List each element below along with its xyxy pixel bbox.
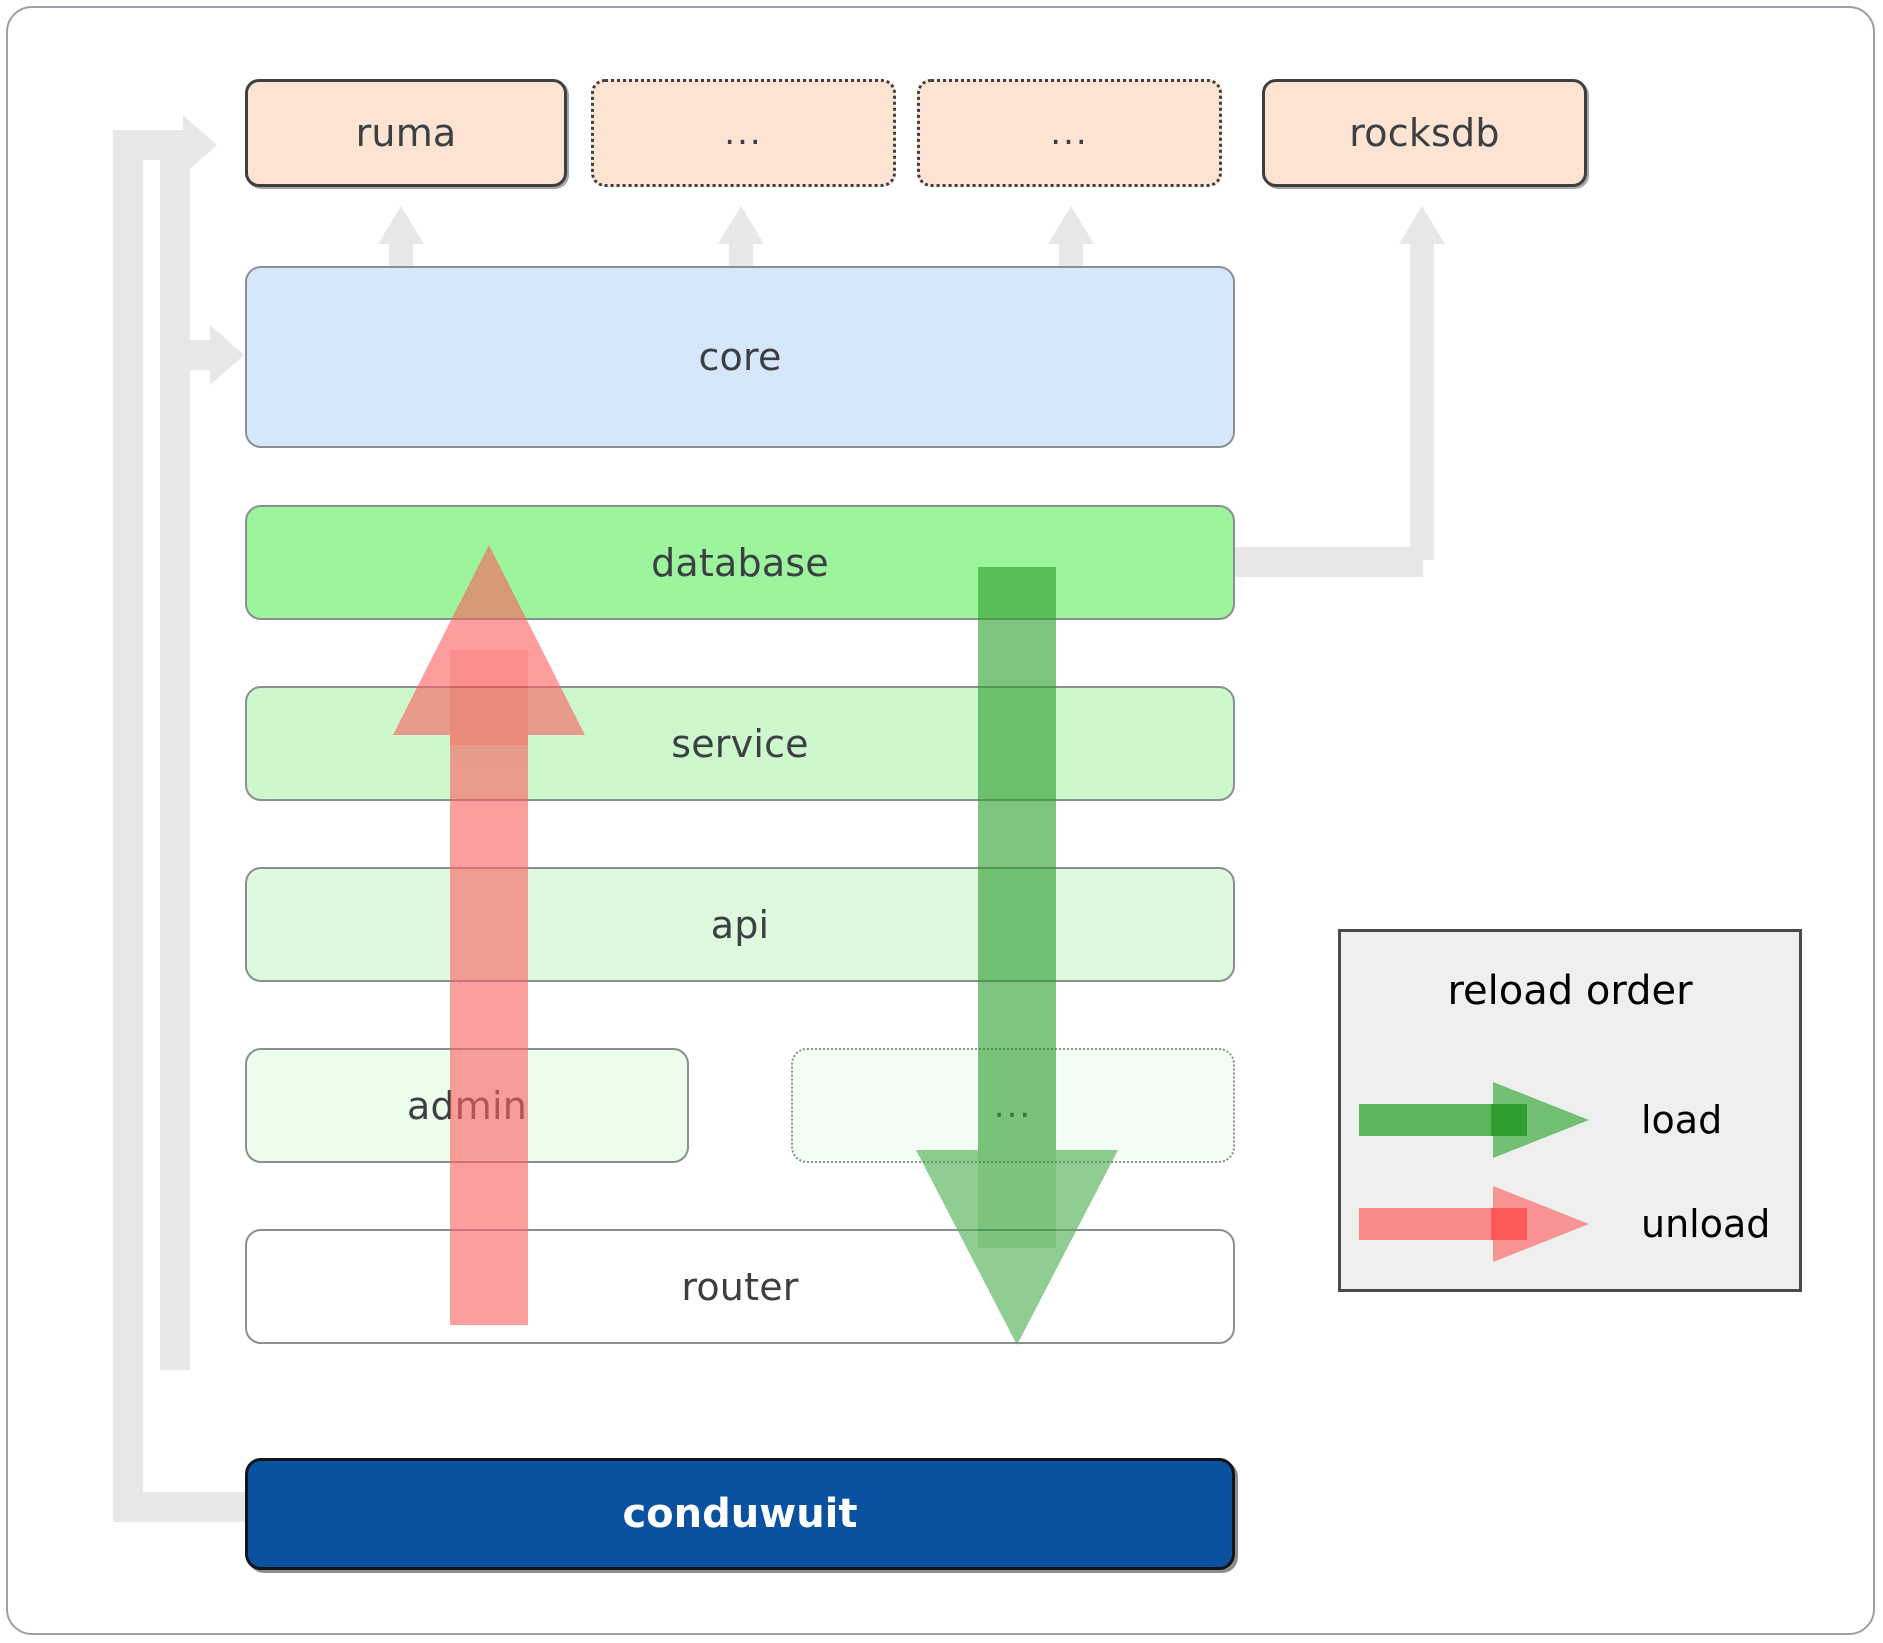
unload-arrow-icon: [1359, 1186, 1589, 1262]
dependency-box-ellipsis-1[interactable]: ...: [591, 79, 896, 187]
legend-label-load: load: [1641, 1098, 1723, 1142]
dependency-box-rocksdb[interactable]: rocksdb: [1262, 79, 1587, 187]
layer-box-ellipsis[interactable]: ...: [791, 1048, 1235, 1163]
load-arrow-icon: [1359, 1082, 1589, 1158]
layer-box-router[interactable]: router: [245, 1229, 1235, 1344]
legend-label-unload: unload: [1641, 1202, 1771, 1246]
connector-core-to-dep2-arrow: [718, 206, 764, 244]
layer-label: database: [651, 540, 829, 585]
connector-to-core-line: [160, 340, 210, 370]
diagram-frame: [6, 6, 1875, 1635]
legend-row-unload: unload: [1341, 1176, 1799, 1272]
connector-core-to-ruma-arrow: [378, 206, 424, 244]
layer-label: core: [698, 335, 782, 379]
dependency-box-ellipsis-2[interactable]: ...: [917, 79, 1222, 187]
layer-box-core[interactable]: core: [245, 266, 1235, 448]
layer-box-api[interactable]: api: [245, 867, 1235, 982]
connector-branch-vertical: [160, 130, 190, 1370]
app-box-conduwuit[interactable]: conduwuit: [245, 1458, 1235, 1570]
layer-label: ...: [993, 1085, 1033, 1126]
dependency-box-ruma[interactable]: ruma: [245, 79, 567, 187]
dependency-label: ruma: [355, 111, 457, 155]
layer-label: router: [681, 1264, 799, 1309]
connector-database-to-rocksdb-arrow: [1399, 206, 1445, 244]
layer-label: service: [671, 721, 809, 766]
app-label: conduwuit: [622, 1491, 858, 1537]
legend-panel: reload order load unload: [1338, 929, 1802, 1292]
layer-box-database[interactable]: database: [245, 505, 1235, 620]
connector-database-to-rocksdb-h: [1233, 547, 1423, 577]
layer-box-service[interactable]: service: [245, 686, 1235, 801]
dependency-label: rocksdb: [1349, 111, 1500, 155]
legend-row-load: load: [1341, 1072, 1799, 1168]
connector-to-core-arrow: [210, 325, 244, 385]
dependency-label: ...: [1050, 113, 1089, 153]
connector-bottom-horizontal: [113, 1492, 263, 1522]
layer-label: api: [710, 902, 770, 947]
layer-box-admin[interactable]: admin: [245, 1048, 689, 1163]
connector-trunk-vertical: [113, 130, 143, 1522]
layer-label: admin: [406, 1083, 528, 1128]
connector-core-to-dep3-arrow: [1048, 206, 1094, 244]
legend-title: reload order: [1447, 968, 1693, 1014]
dependency-label: ...: [724, 113, 763, 153]
connector-database-to-rocksdb-v: [1410, 230, 1434, 560]
